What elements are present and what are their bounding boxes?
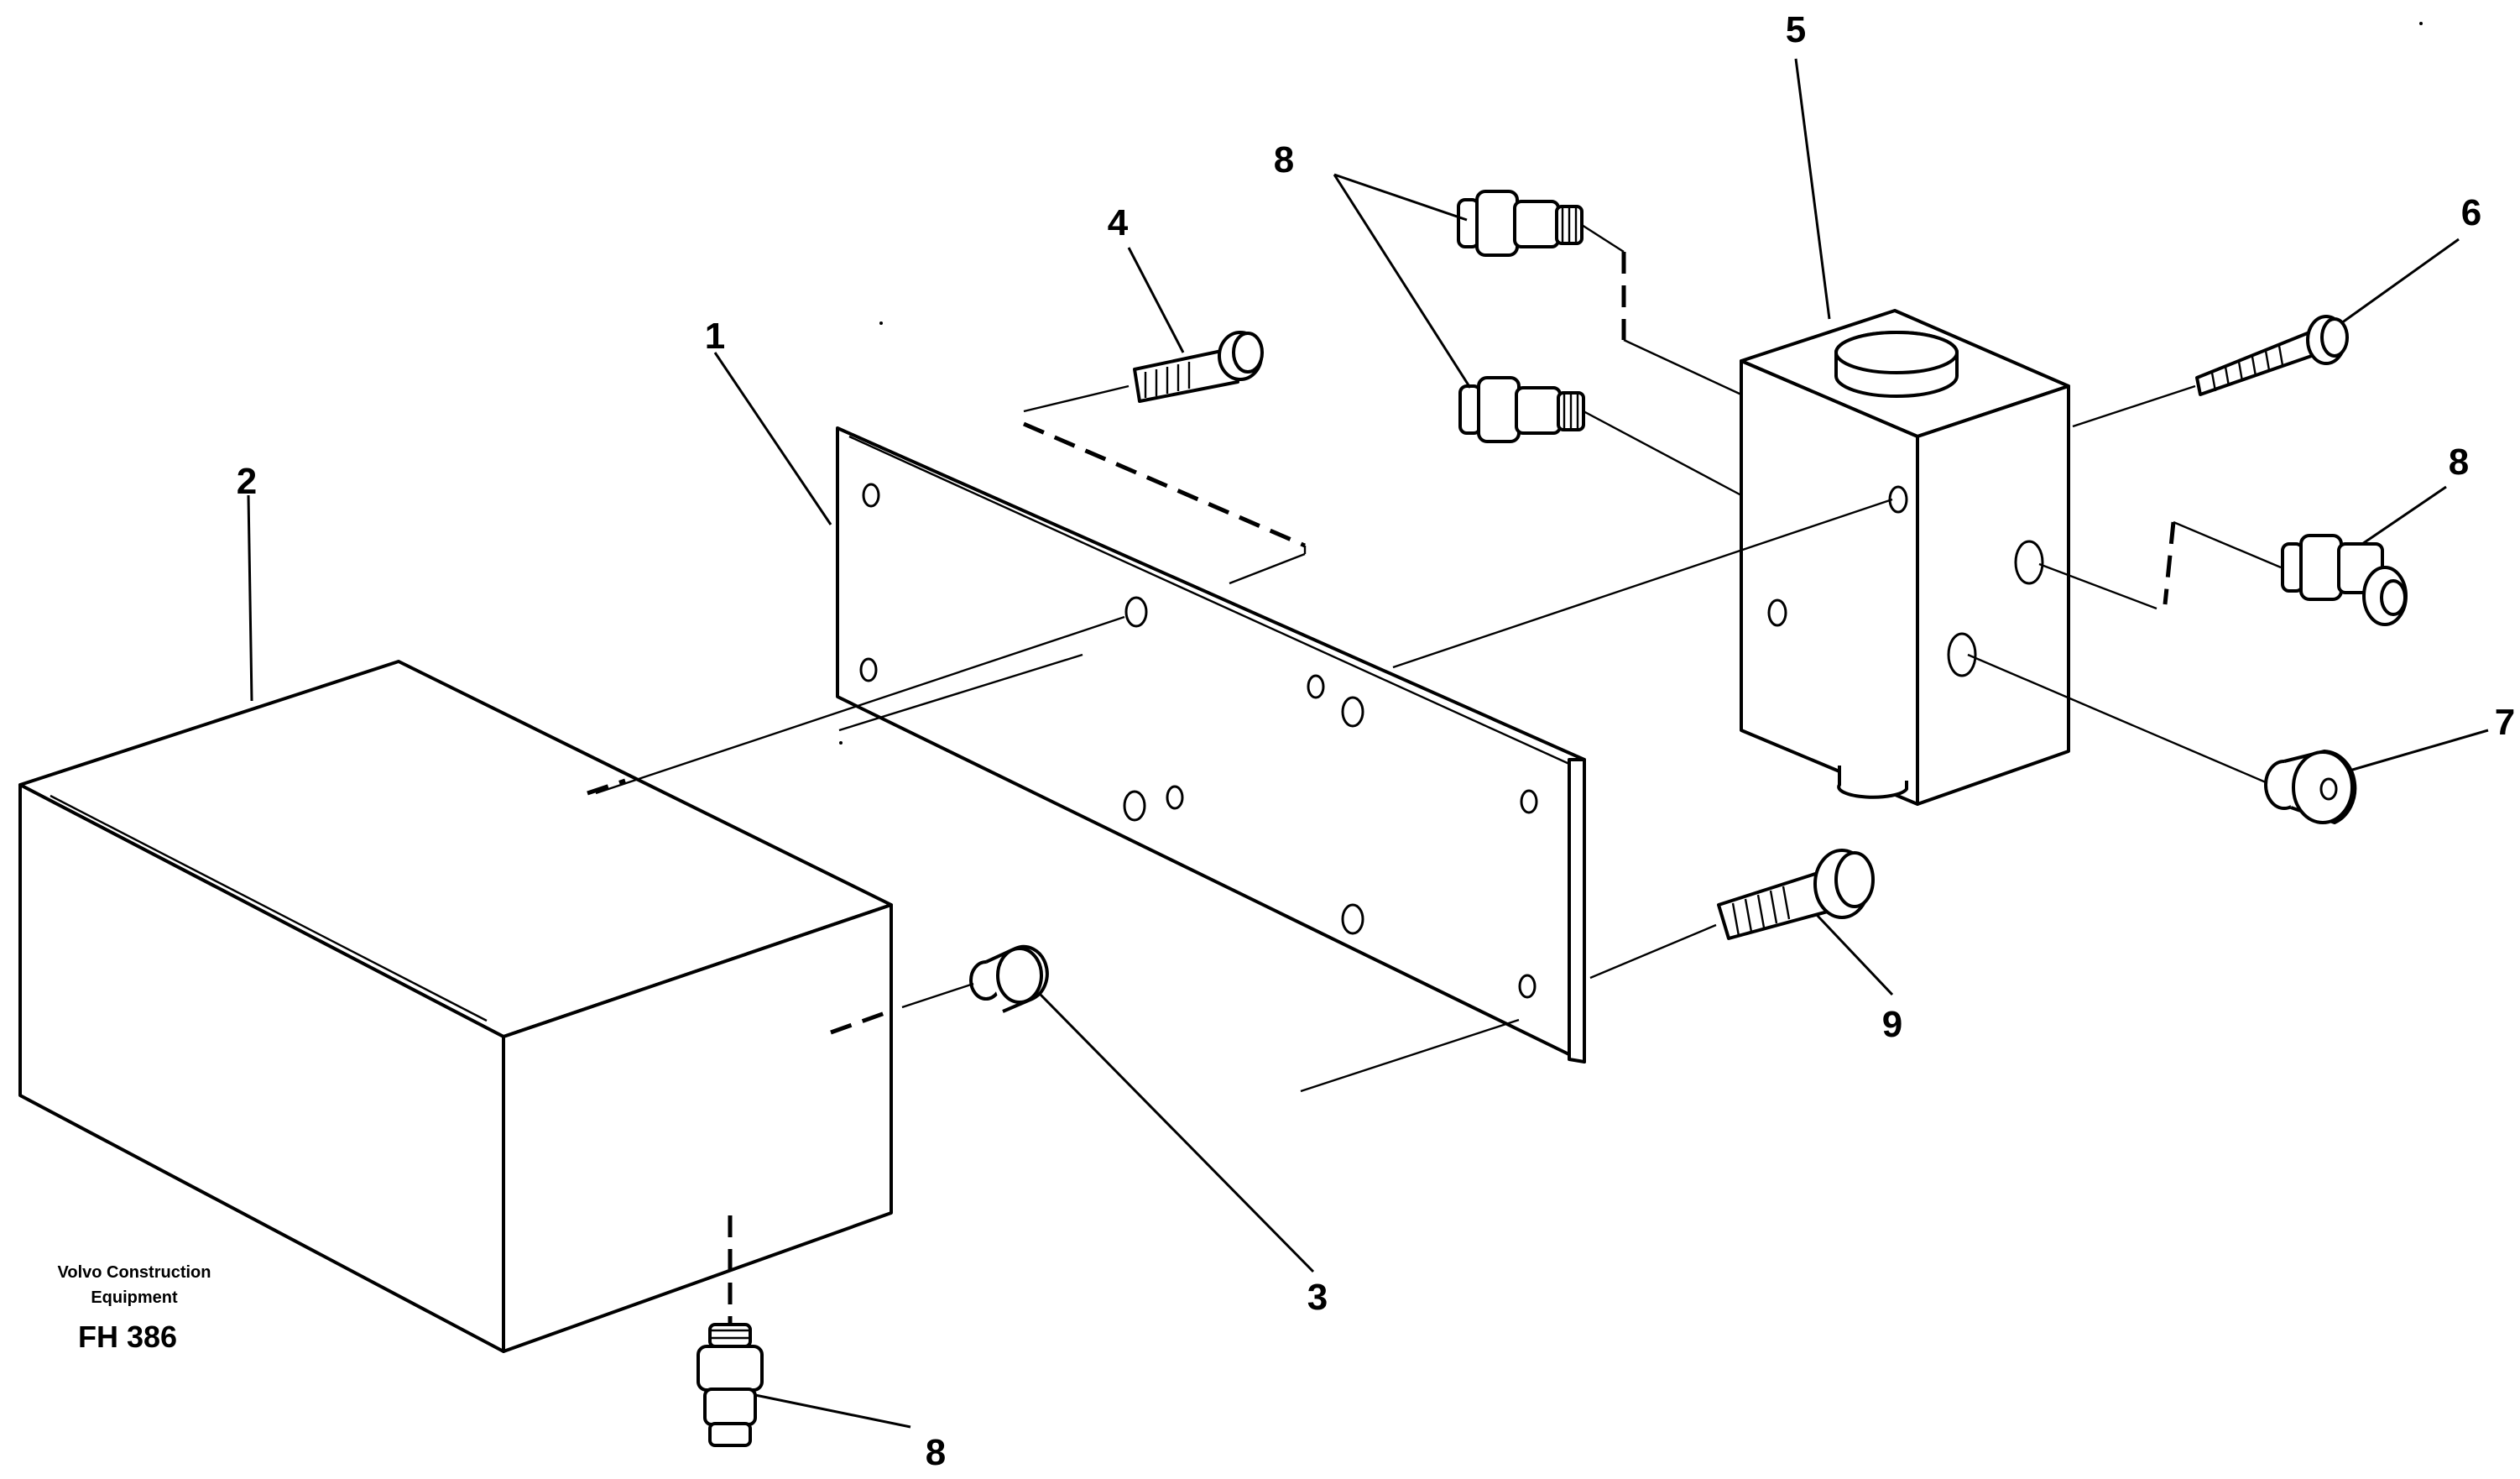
fitting-part-8-right — [2281, 534, 2408, 626]
plate-hole — [1166, 785, 1184, 810]
plate-hole — [1124, 596, 1148, 628]
callout-8-bottom: 8 — [926, 1432, 946, 1473]
callout-8-right: 8 — [2449, 442, 2469, 483]
callout-6: 6 — [2461, 192, 2481, 233]
plate-hole — [1307, 674, 1325, 699]
drawing-credit: Volvo Construction Equipment FH 386 — [58, 1263, 211, 1354]
callout-1: 1 — [705, 316, 725, 357]
bolt-part-9 — [1717, 849, 1875, 940]
fitting-part-8-upper — [1457, 190, 1583, 257]
plate-hole — [1123, 790, 1146, 822]
speck — [2419, 22, 2423, 25]
block-port — [2014, 540, 2044, 585]
plate-hole — [1341, 903, 1364, 935]
plate-hole — [862, 483, 880, 508]
speck — [879, 321, 883, 325]
plate-part-1 — [836, 426, 1586, 1064]
company-line-2: Equipment — [91, 1288, 178, 1307]
callout-4: 4 — [1108, 202, 1129, 243]
speck — [839, 741, 843, 745]
callout-labels: 1 2 3 4 5 6 7 8 8 8 9 — [237, 9, 2515, 1473]
callout-5: 5 — [1786, 9, 1806, 50]
plate-hole — [1520, 789, 1538, 814]
callout-8-top: 8 — [1274, 139, 1294, 180]
plug-part-3 — [969, 944, 1049, 1013]
valve-block-part-5 — [1740, 309, 2070, 806]
assembly-lines — [587, 223, 2282, 1325]
plate-hole — [859, 657, 878, 682]
fitting-part-8-middle — [1458, 376, 1585, 443]
callout-2: 2 — [237, 461, 257, 502]
plate-hole — [1341, 696, 1364, 728]
block-port — [1767, 598, 1787, 627]
box-part-2 — [18, 660, 893, 1353]
leader-lines — [247, 58, 2489, 1429]
callout-3: 3 — [1307, 1277, 1328, 1318]
callout-7: 7 — [2495, 702, 2515, 743]
screw-part-4 — [1133, 331, 1264, 403]
screw-part-6 — [2195, 315, 2349, 396]
block-port — [1947, 632, 1977, 677]
company-line-1: Volvo Construction — [58, 1263, 211, 1282]
callout-9: 9 — [1882, 1004, 1902, 1045]
fitting-part-8-bottom — [697, 1323, 764, 1447]
plug-part-7 — [2264, 750, 2357, 824]
drawing-reference: FH 386 — [78, 1320, 177, 1354]
plate-hole — [1518, 974, 1537, 999]
